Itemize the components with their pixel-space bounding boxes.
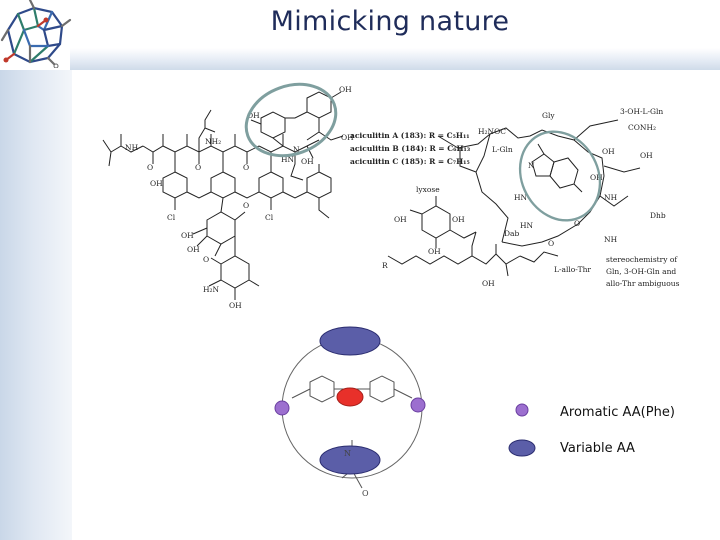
atom-label: O [362, 489, 369, 498]
aromatic-aa-node [410, 397, 426, 413]
atom-label: OH [341, 133, 354, 142]
aromatic-aa-node [274, 400, 290, 416]
atom-label: OH [150, 179, 163, 188]
slide-header [0, 0, 720, 70]
atom-label: OH [590, 173, 603, 182]
slide-title: Mimicking nature [270, 6, 510, 37]
header-band [70, 48, 720, 70]
atom-label: OH [187, 245, 200, 254]
note-line-3: allo-Thr ambiguous [606, 279, 680, 288]
oh-gln-label: 3-OH-L-Gln [620, 107, 663, 116]
atom-label: OH [229, 301, 242, 310]
molecule-logo-icon [0, 0, 72, 68]
atom-label: OH [452, 215, 465, 224]
atom-label: OH [394, 215, 407, 224]
legend-variable-label: Variable AA [560, 441, 635, 456]
atom-label: HN [281, 155, 295, 164]
macrocycle-structure-diagram: Gly 3-OH-L-Gln CONH₂ H₂NOC L-Gln lyxose … [382, 107, 680, 288]
aciculitin-structure-diagram: NH NH₂ O O O OH Cl Cl OH OH O O H₂N OH O… [102, 82, 470, 310]
atom-label: OH [301, 157, 314, 166]
atom-label: OH [602, 147, 615, 156]
aciculitin-b-label: aciculitin B (184): R = C₆H₁₃ [350, 144, 470, 153]
center-link-node [336, 387, 364, 407]
atom-label: NH [604, 193, 618, 202]
atom-label: O [195, 163, 201, 172]
atom-label: NH₂ [205, 137, 221, 146]
atom-label: O [574, 219, 580, 228]
variable-aa-swatch [508, 439, 536, 457]
atom-label: Cl [265, 213, 274, 222]
atom-label: O [147, 163, 153, 172]
highlight-ring [518, 130, 602, 222]
atom-label: N [344, 449, 351, 458]
highlight-ring [244, 82, 338, 158]
left-sidebar-band [0, 70, 72, 540]
atom-label: OH [640, 151, 653, 160]
aciculitin-c-label: aciculitin C (185): R = C₇H₁₅ [350, 157, 470, 166]
atom-label: OH [247, 111, 260, 120]
atom-label: HN [520, 221, 534, 230]
atom-label: OH [482, 279, 495, 288]
r-label: R [382, 261, 388, 270]
atom-label: N [293, 145, 300, 154]
aciculitin-a-label: aciculitin A (183): R = C₅H₁₁ [350, 131, 470, 140]
scaffold-schematic-diagram: N O [274, 326, 426, 498]
h2noc-label: H₂NOC [478, 127, 506, 136]
atom-label: H₂N [203, 285, 220, 294]
atom-label: OH [428, 247, 441, 256]
atom-label: O [548, 239, 554, 248]
atom-label: OH [339, 85, 352, 94]
atom-label: NH [604, 235, 618, 244]
atom-label: O [243, 163, 249, 172]
atom-label: HN [514, 193, 528, 202]
atom-label: O [243, 201, 249, 210]
thr-label: L-allo-Thr [554, 265, 591, 274]
lgln-label: L-Gln [492, 145, 513, 154]
atom-label: N [528, 161, 535, 170]
lyxose-label: lyxose [416, 185, 440, 194]
atom-label: O [203, 255, 209, 264]
legend-aromatic-label: Aromatic AA(Phe) [560, 405, 675, 420]
note-line-2: Gln, 3-OH-Gln and [606, 267, 676, 276]
variable-aa-node [319, 445, 381, 475]
atom-label: Cl [167, 213, 176, 222]
dab-label: Dab [504, 229, 519, 238]
gly-label: Gly [542, 111, 555, 120]
aromatic-aa-swatch [515, 403, 529, 417]
atom-label: NH [125, 143, 139, 152]
note-line-1: stereochemistry of [606, 255, 678, 264]
dhb-label: Dhb [650, 211, 666, 220]
conh2-label: CONH₂ [628, 123, 656, 132]
atom-label: OH [181, 231, 194, 240]
variable-aa-node [319, 326, 381, 356]
